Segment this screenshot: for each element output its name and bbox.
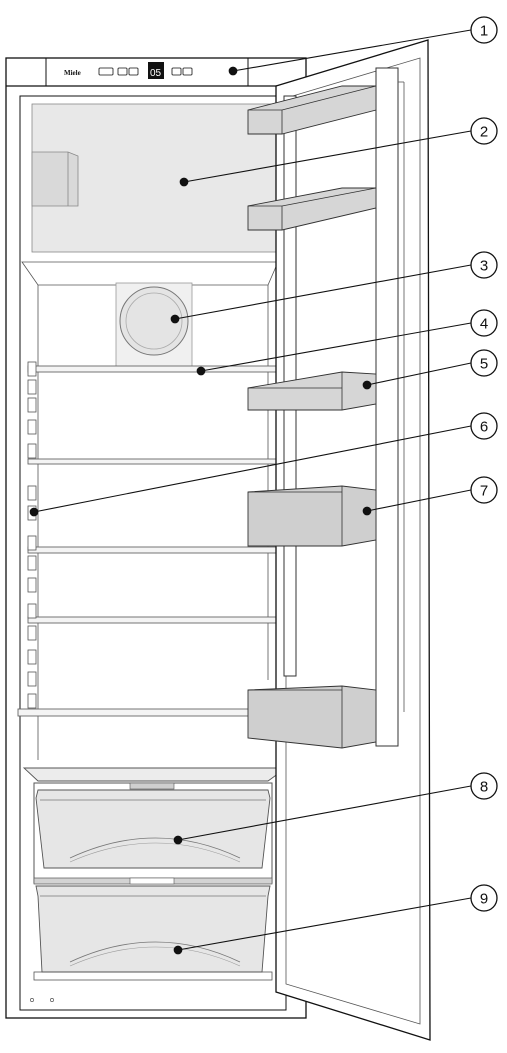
callout-number: 2: [480, 124, 488, 141]
callout-number: 1: [480, 23, 488, 40]
callout-circle: [470, 772, 498, 800]
callout-number: 9: [480, 891, 488, 908]
upper-compartment: [31, 103, 281, 253]
control-panel: Miele 05: [45, 58, 249, 86]
callout-circle: [470, 16, 498, 44]
callout-5: 5: [470, 349, 498, 377]
callout-8: 8: [470, 772, 498, 800]
callout-circle: [470, 412, 498, 440]
fan: [115, 282, 193, 372]
bottle-shelf: [247, 485, 377, 547]
door-shelf-top: [247, 85, 377, 135]
callout-number: 5: [480, 356, 488, 373]
callout-number: 6: [480, 419, 488, 436]
callout-number: 3: [480, 258, 488, 275]
callout-circle: [470, 309, 498, 337]
base-markers: [30, 998, 54, 1002]
door-shelf-second: [247, 187, 377, 231]
callout-3: 3: [470, 251, 498, 279]
brand-logo: Miele: [64, 69, 81, 77]
callout-leaders: [29, 29, 472, 955]
door-shelf: [247, 371, 377, 411]
callout-circle: [470, 251, 498, 279]
callout-number: 8: [480, 779, 488, 796]
callout-1: 1: [470, 16, 498, 44]
callout-7: 7: [470, 476, 498, 504]
callout-number: 7: [480, 483, 488, 500]
callout-9: 9: [470, 884, 498, 912]
control-buttons: [98, 67, 193, 76]
lower-drawer: [33, 877, 273, 981]
shelf-supports: [27, 361, 37, 709]
callout-circle: [470, 117, 498, 145]
main-compartment: [21, 261, 279, 760]
callout-4: 4: [470, 309, 498, 337]
callout-badges: 1 2 3 4 5 6 7 8 9: [470, 16, 498, 912]
callout-6: 6: [470, 412, 498, 440]
temperature-display-value: 05: [150, 68, 162, 79]
callout-circle: [470, 884, 498, 912]
temperature-display: [148, 62, 164, 79]
callout-2: 2: [470, 117, 498, 145]
callout-number: 4: [480, 316, 488, 333]
callout-circle: [470, 476, 498, 504]
bottom-door-shelf: [247, 685, 377, 749]
callout-circle: [470, 349, 498, 377]
upper-drawer: [35, 789, 271, 869]
